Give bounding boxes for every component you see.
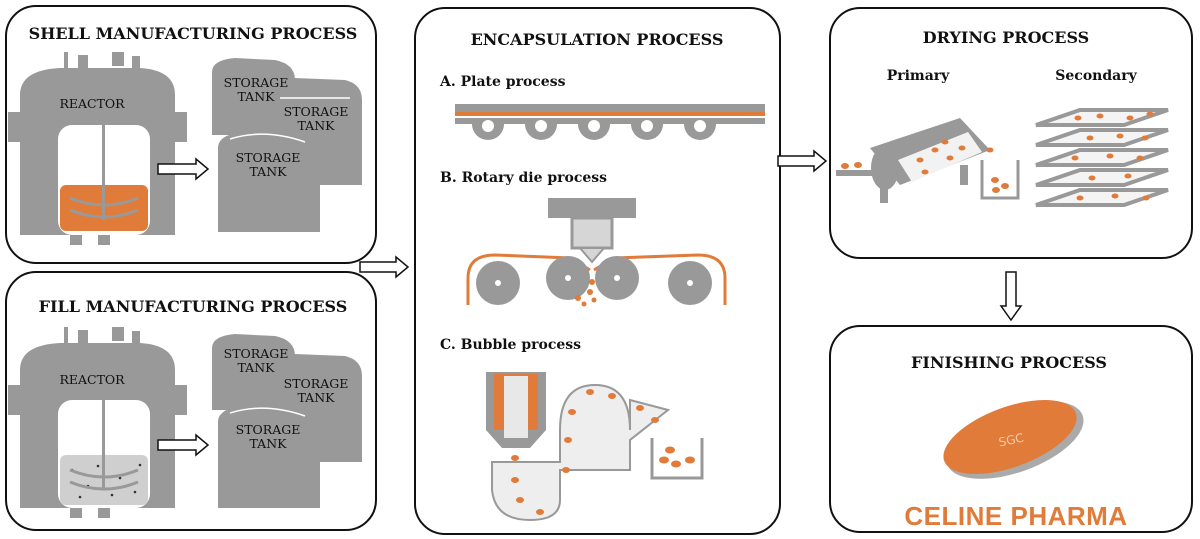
- bubble-process-label: C. Bubble process: [440, 337, 581, 353]
- fill-tank3-label-a: STORAGE: [236, 422, 301, 437]
- drying-primary-label: Primary: [887, 68, 950, 84]
- fill-tank3-label-b: TANK: [250, 436, 288, 451]
- to-drying-arrow: [777, 149, 828, 173]
- fill-reactor-label: REACTOR: [59, 372, 125, 387]
- fill-tank2-label-b: TANK: [298, 390, 336, 405]
- encapsulation-title: ENCAPSULATION PROCESS: [471, 30, 724, 49]
- finishing-panel: FINISHING PROCESS SGC CELINE PHARMA: [829, 325, 1193, 533]
- rotary-die-graphic: [466, 198, 727, 307]
- shell-tank1-label-b: TANK: [238, 89, 276, 104]
- fill-manufacturing-panel: FILL MANUFACTURING PROCESS REACTOR: [5, 271, 377, 531]
- encapsulation-panel: ENCAPSULATION PROCESS A. Plate process B…: [414, 7, 781, 535]
- shell-manufacturing-panel: SHELL MANUFACTURING PROCESS REACTOR: [5, 5, 377, 264]
- drying-secondary-label: Secondary: [1055, 68, 1137, 84]
- secondary-tray-dryer: [1035, 108, 1169, 207]
- shell-tank2-label-a: STORAGE: [284, 104, 349, 119]
- capsule-mark: SGC: [997, 431, 1025, 450]
- fill-arrow: [157, 433, 210, 457]
- fill-tank1-label-a: STORAGE: [224, 346, 289, 361]
- plate-process-label: A. Plate process: [439, 74, 566, 90]
- shell-reactor: REACTOR: [8, 52, 187, 245]
- fill-tank1-label-b: TANK: [238, 360, 276, 375]
- bubble-process-graphic: [486, 372, 704, 522]
- softgel-capsule: SGC: [943, 400, 1084, 479]
- shell-arrow: [157, 157, 210, 181]
- fill-reactor: REACTOR: [8, 327, 187, 518]
- to-encapsulation-arrow: [359, 255, 410, 279]
- shell-panel-title: SHELL MANUFACTURING PROCESS: [29, 24, 358, 43]
- drying-title: DRYING PROCESS: [923, 28, 1089, 47]
- finishing-title: FINISHING PROCESS: [911, 353, 1107, 372]
- shell-reactor-label: REACTOR: [59, 96, 125, 111]
- plate-process-graphic: [455, 104, 765, 140]
- fill-storage-tanks: STORAGE TANK STORAGE TANK STORAGE TANK: [212, 334, 362, 508]
- shell-tank3-label-b: TANK: [250, 164, 288, 179]
- shell-tank2-label-b: TANK: [298, 118, 336, 133]
- rotary-die-process-label: B. Rotary die process: [440, 170, 607, 186]
- shell-tank3-label-a: STORAGE: [236, 150, 301, 165]
- fill-panel-title: FILL MANUFACTURING PROCESS: [39, 297, 348, 316]
- drying-panel: DRYING PROCESS Primary Secondary: [829, 7, 1193, 259]
- to-finishing-arrow: [999, 271, 1023, 322]
- shell-tank1-label-a: STORAGE: [224, 75, 289, 90]
- brand-logo-text: CELINE PHARMA: [904, 501, 1127, 531]
- fill-tank2-label-a: STORAGE: [284, 376, 349, 391]
- primary-drum-dryer: [836, 118, 1020, 203]
- shell-storage-tanks: STORAGE TANK STORAGE TANK STORAGE TANK: [212, 58, 362, 232]
